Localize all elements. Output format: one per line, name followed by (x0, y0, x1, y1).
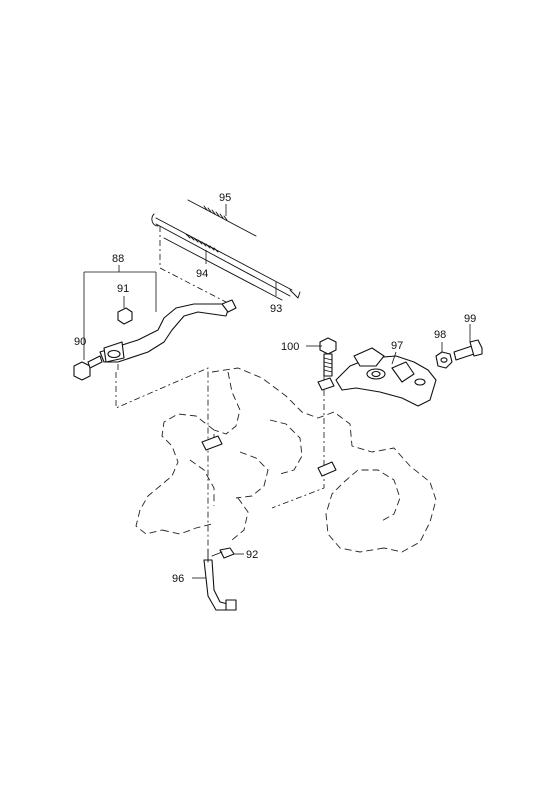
part-98-nut (435, 351, 453, 369)
part-92-tube (203, 549, 237, 611)
callout-90: 90 (74, 336, 86, 348)
callout-leaders (83, 204, 471, 579)
callout-100: 100 (281, 341, 299, 353)
callout-96: 95 (219, 192, 231, 204)
callout-98: 98 (434, 329, 446, 341)
engine-block-outline (135, 367, 437, 553)
part-90-bolt (73, 355, 103, 381)
callout-93: 92 (246, 549, 258, 561)
assembly-center-lines (115, 226, 325, 554)
part-99-bolt (453, 339, 483, 361)
callout-91: 91 (117, 283, 129, 295)
mount-pad-right (317, 461, 337, 477)
part-93-clip (211, 547, 235, 559)
mount-pad-left (201, 435, 223, 451)
part-97-mount-bracket (335, 347, 437, 407)
part-100-bolt (317, 337, 337, 391)
strap-bracket (99, 299, 237, 363)
callout-94: 93 (270, 303, 282, 315)
callout-92: 96 (172, 573, 184, 585)
callout-labels: 95 88 94 91 93 99 98 90 97 100 92 96 (74, 192, 476, 585)
part-96-spring (187, 199, 257, 237)
callout-95: 94 (196, 268, 208, 280)
part-94-rod (163, 237, 283, 301)
callout-97: 97 (391, 340, 403, 352)
part-91-clip-nut (117, 307, 133, 325)
part-95-spring-rod (151, 213, 301, 299)
callout-88: 88 (112, 253, 124, 265)
callout-99: 99 (464, 313, 476, 325)
